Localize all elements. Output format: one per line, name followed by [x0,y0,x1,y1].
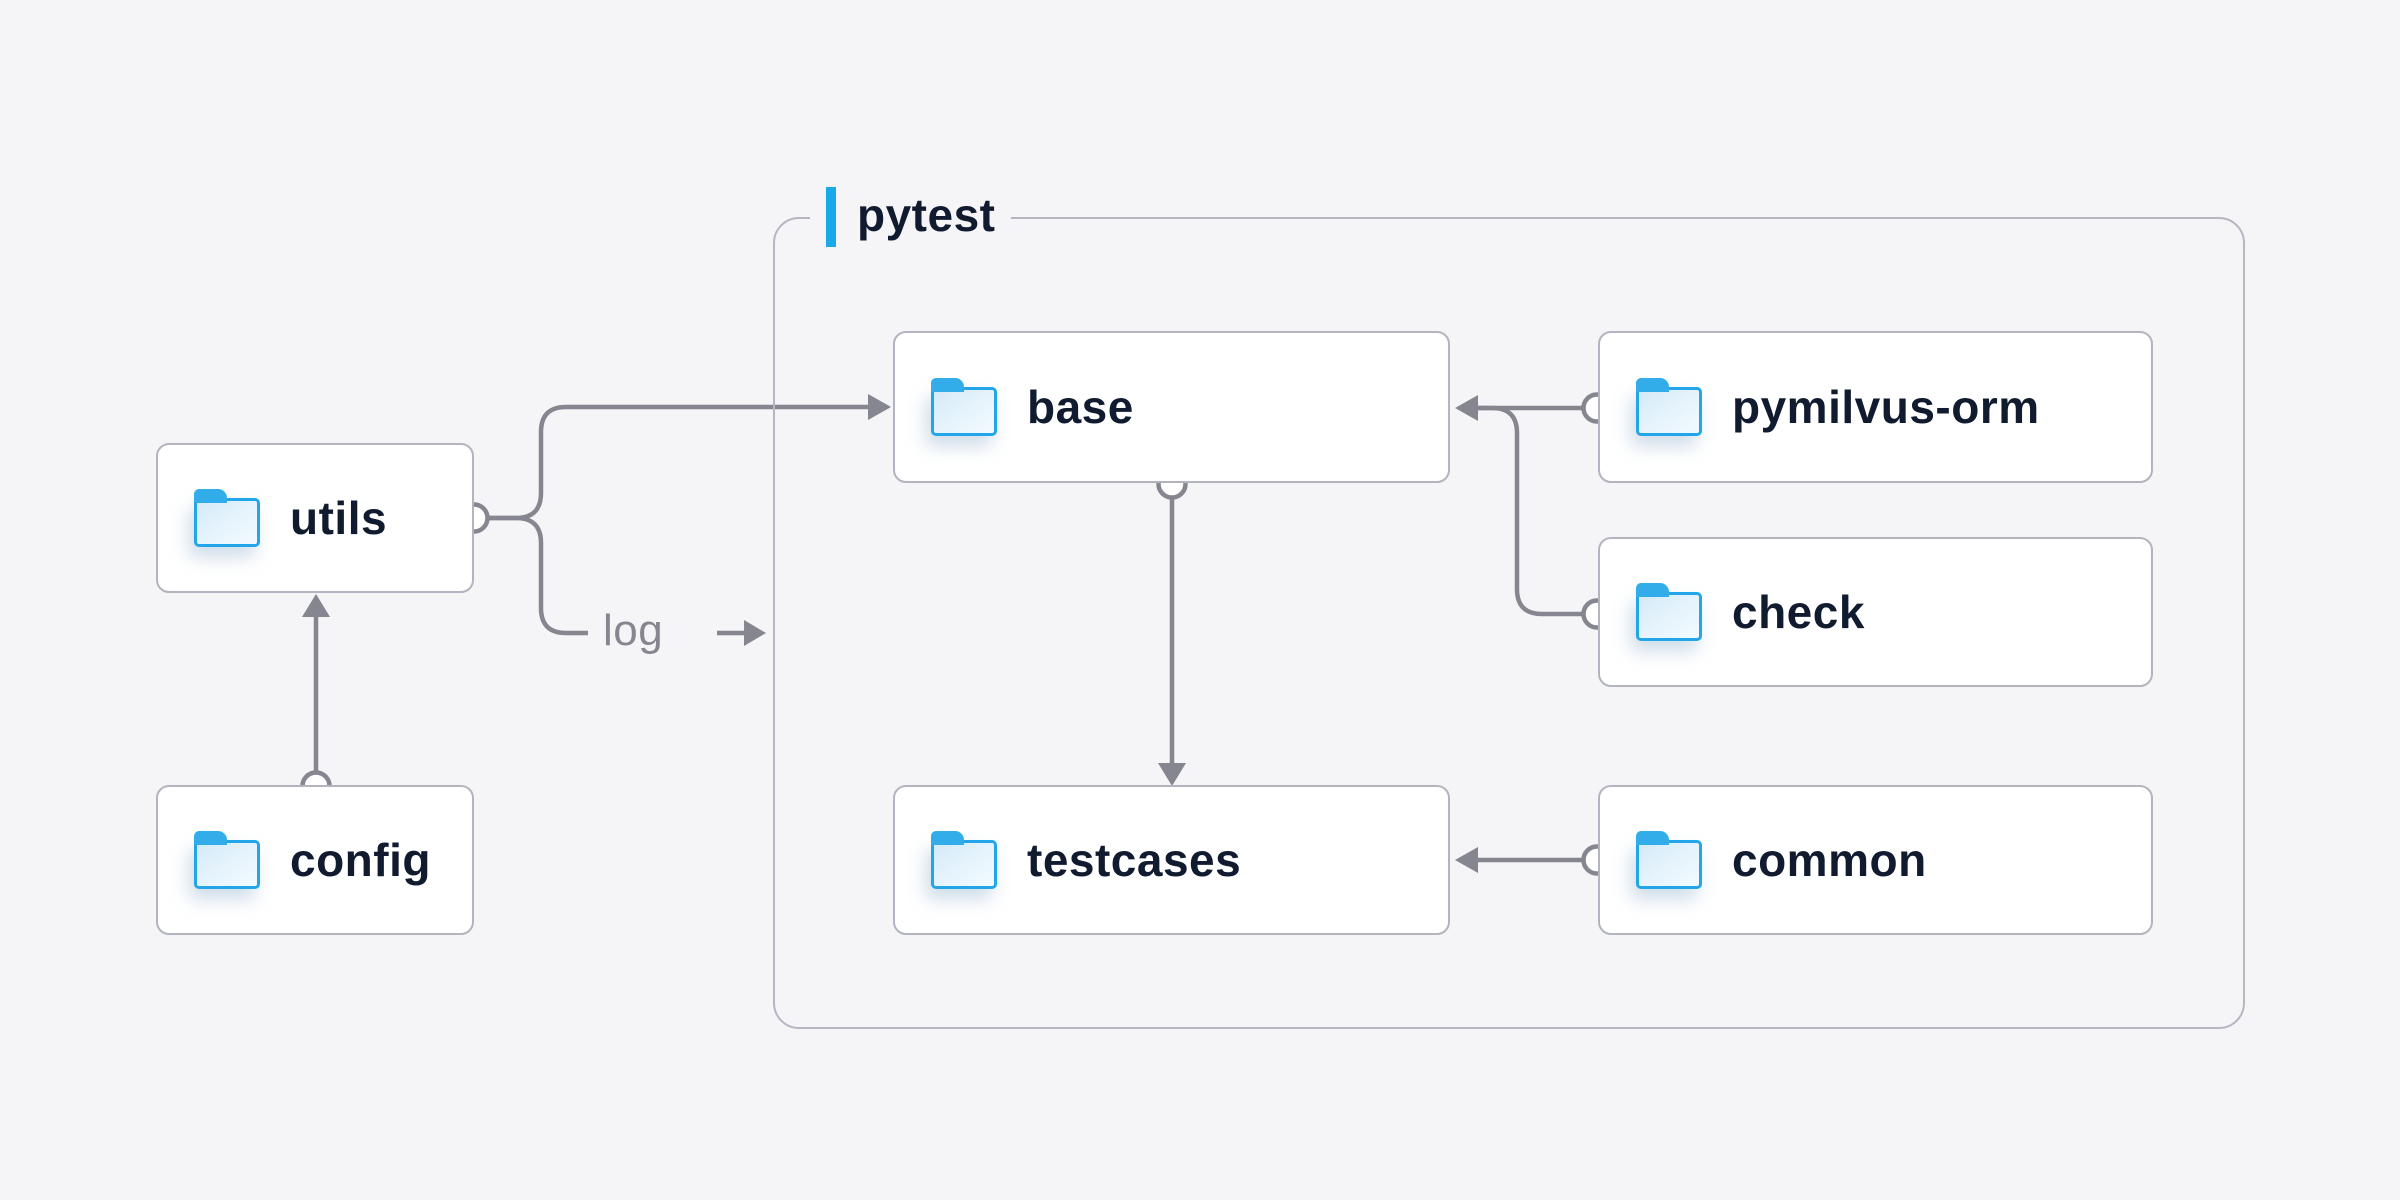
folder-icon [1635,377,1702,436]
arrowhead-down-testcases [1158,763,1186,786]
arrowhead-left-base [1455,395,1478,421]
pytest-container [773,217,2245,1029]
folder-icon [193,830,260,889]
node-label-config: config [290,834,431,886]
pytest-label-text: pytest [857,189,996,241]
node-label-common: common [1732,834,1927,886]
node-label-pymilvus-orm: pymilvus-orm [1732,381,2040,433]
folder-icon [1635,582,1702,641]
node-config: config [156,785,474,935]
folder-icon [930,830,997,889]
accent-bar-icon [826,187,836,247]
node-label-base: base [1027,381,1134,433]
arrowhead-right-base [868,394,891,420]
edge-label-log: log [603,606,664,655]
folder-icon [930,377,997,436]
arrowhead-up-utils [302,594,330,617]
pytest-container-label: pytest [810,186,1012,248]
folder-icon [1635,830,1702,889]
node-check: check [1598,537,2153,687]
arrowhead-left-testcases [1455,847,1478,873]
node-label-check: check [1732,586,1865,638]
edge-utils-log [487,515,588,636]
node-label-testcases: testcases [1027,834,1242,886]
node-base: base [893,331,1450,483]
edge-utils-base [487,404,869,521]
node-utils: utils [156,443,474,593]
edge-check-base [1476,405,1583,617]
node-common: common [1598,785,2153,935]
node-label-utils: utils [290,492,388,544]
arrowhead-right-container [744,620,766,646]
node-pymilvus-orm: pymilvus-orm [1598,331,2153,483]
node-testcases: testcases [893,785,1450,935]
folder-icon [193,488,260,547]
